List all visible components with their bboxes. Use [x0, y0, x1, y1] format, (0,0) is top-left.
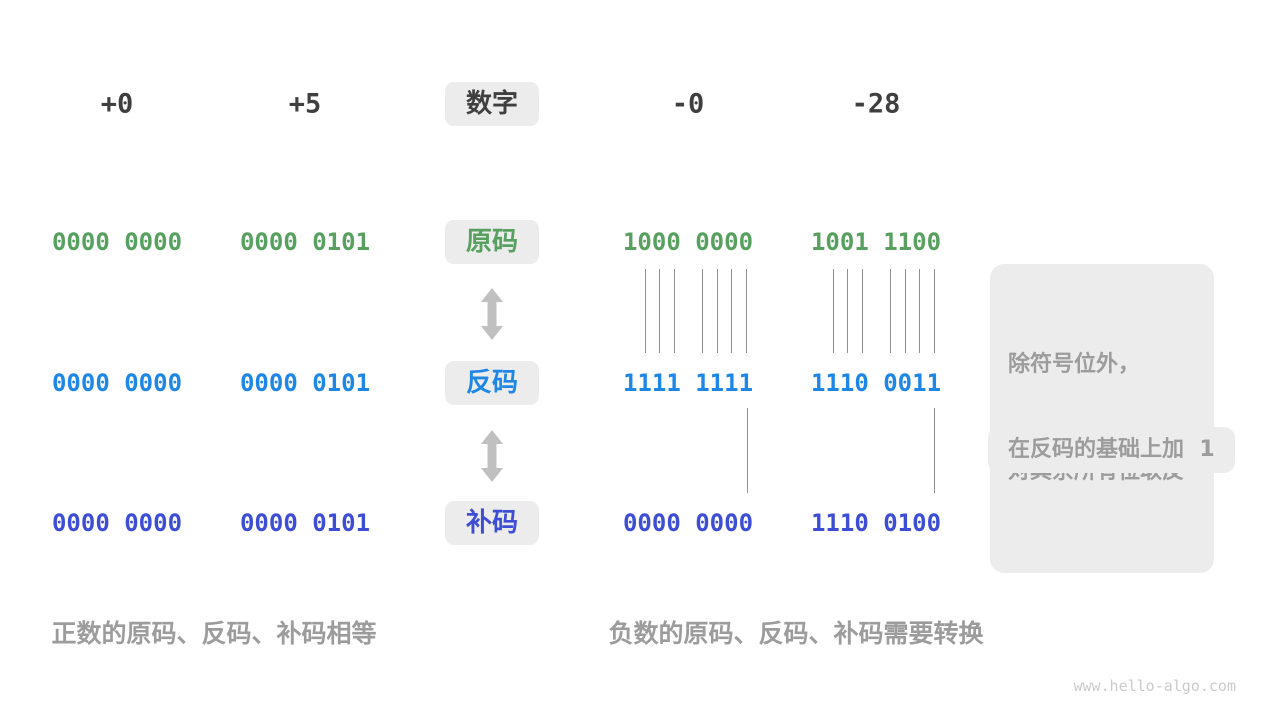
- bit-connector-line: [905, 269, 906, 353]
- bit-connector-line: [731, 269, 732, 353]
- bit-connector-line: [833, 269, 834, 353]
- bit-connector-line: [674, 269, 675, 353]
- number-header-plus0: +0: [100, 88, 134, 120]
- bit-connector-line: [659, 269, 660, 353]
- add-one-connector-line: [747, 408, 748, 493]
- bit-connector-line: [934, 269, 935, 353]
- double-arrow-icon: [481, 430, 503, 482]
- ones-complement-value: 0000 0101: [239, 369, 371, 397]
- add-one-connector-line: [934, 408, 935, 493]
- double-arrow-icon: [481, 288, 503, 340]
- invert-bits-note-line1: 除符号位外，: [1008, 352, 1141, 378]
- bit-connector-line: [890, 269, 891, 353]
- row-label-sign-magnitude: 原码: [444, 220, 540, 264]
- twos-complement-value: 0000 0000: [622, 509, 754, 537]
- twos-complement-value: 1110 0100: [810, 509, 942, 537]
- bit-connector-line: [847, 269, 848, 353]
- bit-connector-line: [862, 269, 863, 353]
- ones-complement-value: 1111 1111: [622, 369, 754, 397]
- invert-bits-note: 除符号位外， 对其余所有位取反: [990, 264, 1214, 573]
- website-watermark: www.hello-algo.com: [1073, 677, 1236, 695]
- sign-magnitude-value: 0000 0000: [51, 228, 183, 256]
- bit-connector-line: [702, 269, 703, 353]
- bit-connector-line: [919, 269, 920, 353]
- bit-connector-line: [717, 269, 718, 353]
- row-label-ones-complement: 反码: [444, 361, 540, 405]
- bit-connector-line: [645, 269, 646, 353]
- ones-complement-value: 1110 0011: [810, 369, 942, 397]
- twos-complement-value: 0000 0101: [239, 509, 371, 537]
- sign-magnitude-value: 1000 0000: [622, 228, 754, 256]
- positive-numbers-caption: 正数的原码、反码、补码相等: [51, 619, 377, 648]
- number-header-plus5: +5: [288, 88, 322, 120]
- number-header-minus0: -0: [671, 88, 705, 120]
- sign-magnitude-value: 0000 0101: [239, 228, 371, 256]
- number-header-minus28: -28: [851, 88, 901, 120]
- negative-numbers-caption: 负数的原码、反码、补码需要转换: [608, 619, 984, 648]
- bit-connector-line: [746, 269, 747, 353]
- sign-magnitude-value: 1001 1100: [810, 228, 942, 256]
- row-label-number: 数字: [444, 82, 540, 126]
- twos-complement-value: 0000 0000: [51, 509, 183, 537]
- ones-complement-value: 0000 0000: [51, 369, 183, 397]
- add-one-note: 在反码的基础上加 1: [988, 427, 1235, 474]
- row-label-twos-complement: 补码: [444, 501, 540, 545]
